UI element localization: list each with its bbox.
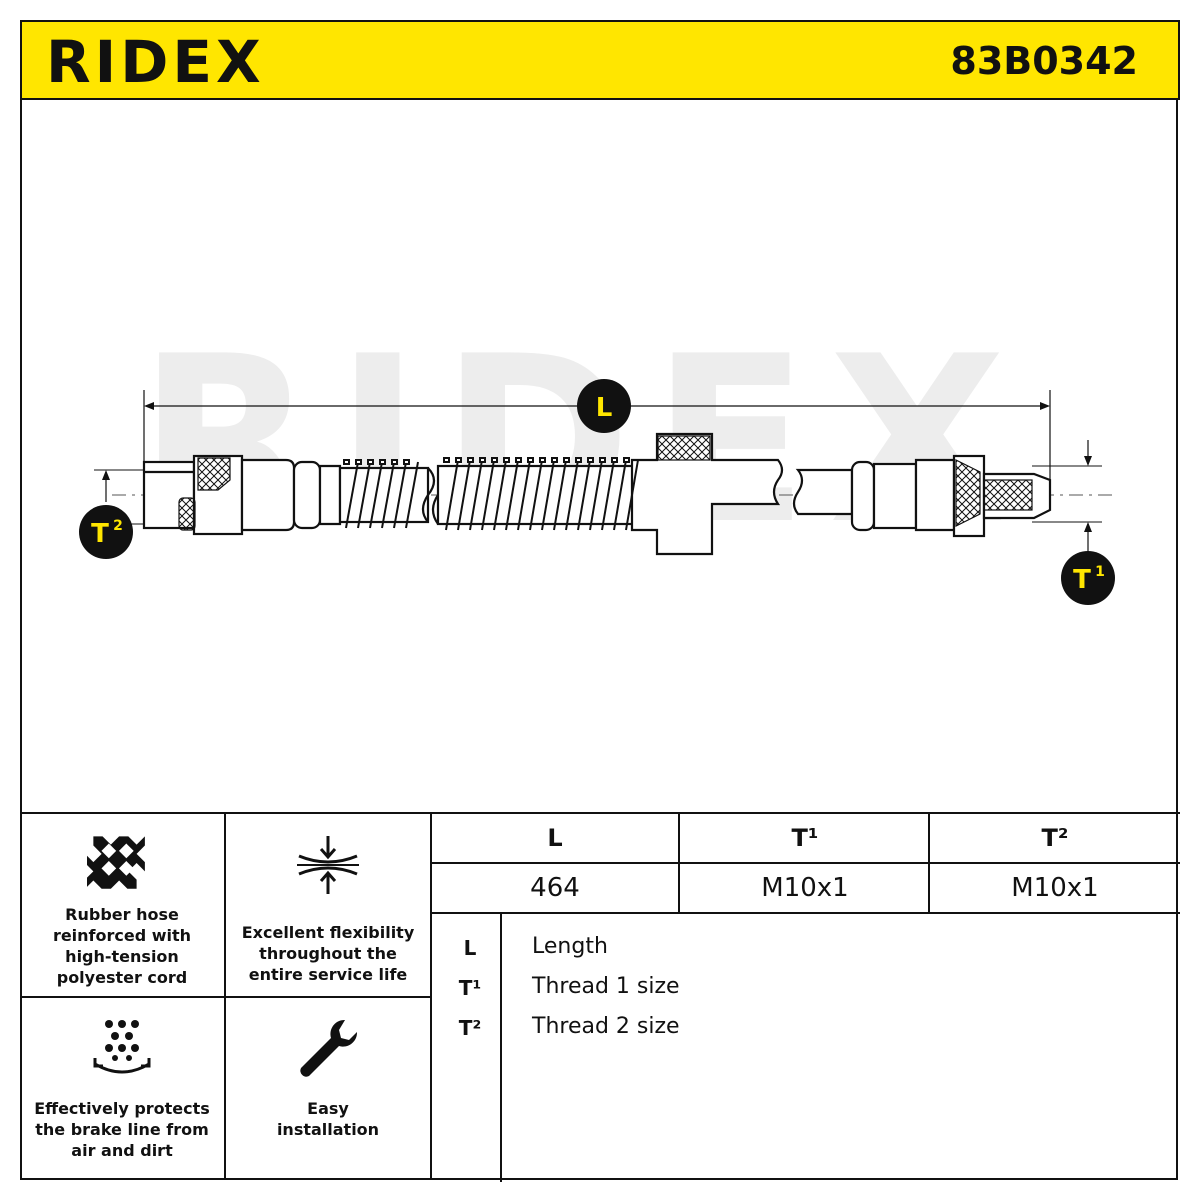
spring-coil [505, 459, 519, 531]
spring-coil-cap [587, 457, 594, 463]
technical-drawing: RIDEX L T 2 T 1 [22, 100, 1178, 812]
info-panel: Rubber hose reinforced with high-tension… [20, 812, 1180, 1182]
spring-coil-cap [539, 457, 546, 463]
length-badge: L [577, 379, 631, 433]
spring-coil [625, 459, 639, 531]
spring-coil [405, 461, 419, 529]
spring-coil-cap [623, 457, 630, 463]
spring-coil-cap [515, 457, 522, 463]
spring-coil [345, 461, 359, 529]
spring-coil [589, 459, 603, 531]
spring-coil-cap [551, 457, 558, 463]
svg-text:T: T [91, 519, 109, 549]
legend-label: Length [532, 934, 608, 959]
spring-coil [553, 459, 567, 531]
spring-coil-cap [563, 457, 570, 463]
legend-symbol: L [463, 936, 477, 960]
spring-coil-cap [355, 459, 362, 465]
wrench-icon [226, 1014, 430, 1084]
spring-coil [381, 461, 395, 529]
spring-coil-cap [527, 457, 534, 463]
spring-coil [481, 459, 495, 531]
spring-coils [343, 457, 639, 531]
spring-coil-cap [503, 457, 510, 463]
spring-coil [445, 459, 459, 531]
spring-coil-cap [443, 457, 450, 463]
spring-coil-cap [403, 459, 410, 465]
thread1-badge: T 1 [1061, 551, 1115, 605]
spring-coil-cap [455, 457, 462, 463]
svg-text:2: 2 [113, 518, 123, 534]
table-cell-length: 464 [430, 864, 680, 914]
watermark-text: RIDEX [138, 308, 1026, 575]
feature-protection: Effectively protects the brake line from… [20, 996, 226, 1180]
compress-arrows-icon [226, 830, 430, 900]
spring-coil [369, 461, 383, 529]
spring-coil [529, 459, 543, 531]
feature-installation: Easy installation [226, 996, 432, 1180]
table-divider [928, 814, 930, 914]
legend-label: Thread 2 size [532, 1014, 680, 1039]
spring-coil [457, 459, 471, 531]
spring-coil [541, 459, 555, 531]
spring-coil [601, 459, 615, 531]
spring-coil-cap [467, 457, 474, 463]
particles-shield-icon [20, 1014, 224, 1084]
spec-table: L T¹ T² 464 M10x1 M10x1 L Length T¹ Thre… [430, 812, 1180, 1182]
spring-coil [565, 459, 579, 531]
spring-coil [577, 459, 591, 531]
spring-coil-cap [343, 459, 350, 465]
feature-text: Easy installation [276, 1099, 380, 1139]
svg-text:L: L [596, 393, 613, 423]
spring-coil-cap [391, 459, 398, 465]
spring-coil [469, 459, 483, 531]
feature-flexibility: Excellent flexibility throughout the ent… [226, 812, 432, 996]
table-header-thread1: T¹ [680, 814, 930, 864]
legend-symbol: T² [458, 1016, 482, 1040]
table-divider [678, 814, 680, 914]
spring-coil-cap [611, 457, 618, 463]
spring-coil [357, 461, 371, 529]
svg-text:1: 1 [1095, 564, 1105, 580]
spring-coil-cap [479, 457, 486, 463]
part-number: 83B0342 [950, 39, 1138, 83]
spring-coil [493, 459, 507, 531]
table-cell-thread2: M10x1 [930, 864, 1180, 914]
thread2-badge: T 2 [79, 505, 133, 559]
legend-symbol: T¹ [458, 976, 482, 1000]
svg-text:T: T [1073, 565, 1091, 595]
spring-coil-cap [491, 457, 498, 463]
header-bar: RIDEX 83B0342 [20, 20, 1180, 100]
spring-coil [517, 459, 531, 531]
brand-logo: RIDEX [46, 28, 265, 96]
spring-coil [613, 459, 627, 531]
hose-diagram: RIDEX L T 2 T 1 [79, 308, 1115, 605]
feature-text: Excellent flexibility throughout the ent… [241, 923, 415, 984]
legend-divider [500, 914, 502, 1182]
legend-label: Thread 1 size [532, 974, 680, 999]
spring-coil-cap [367, 459, 374, 465]
table-cell-thread1: M10x1 [680, 864, 930, 914]
feature-text: Effectively protects the brake line from… [34, 1099, 210, 1160]
crosshatch-icon [20, 830, 224, 900]
spring-coil [393, 461, 407, 529]
spring-coil-cap [575, 457, 582, 463]
feature-text: Rubber hose reinforced with high-tension… [52, 905, 192, 987]
table-header-thread2: T² [930, 814, 1180, 864]
hose-body [142, 432, 1052, 556]
spring-coil-cap [599, 457, 606, 463]
spring-coil-cap [379, 459, 386, 465]
table-header-length: L [430, 814, 680, 864]
feature-reinforced-hose: Rubber hose reinforced with high-tension… [20, 812, 226, 996]
